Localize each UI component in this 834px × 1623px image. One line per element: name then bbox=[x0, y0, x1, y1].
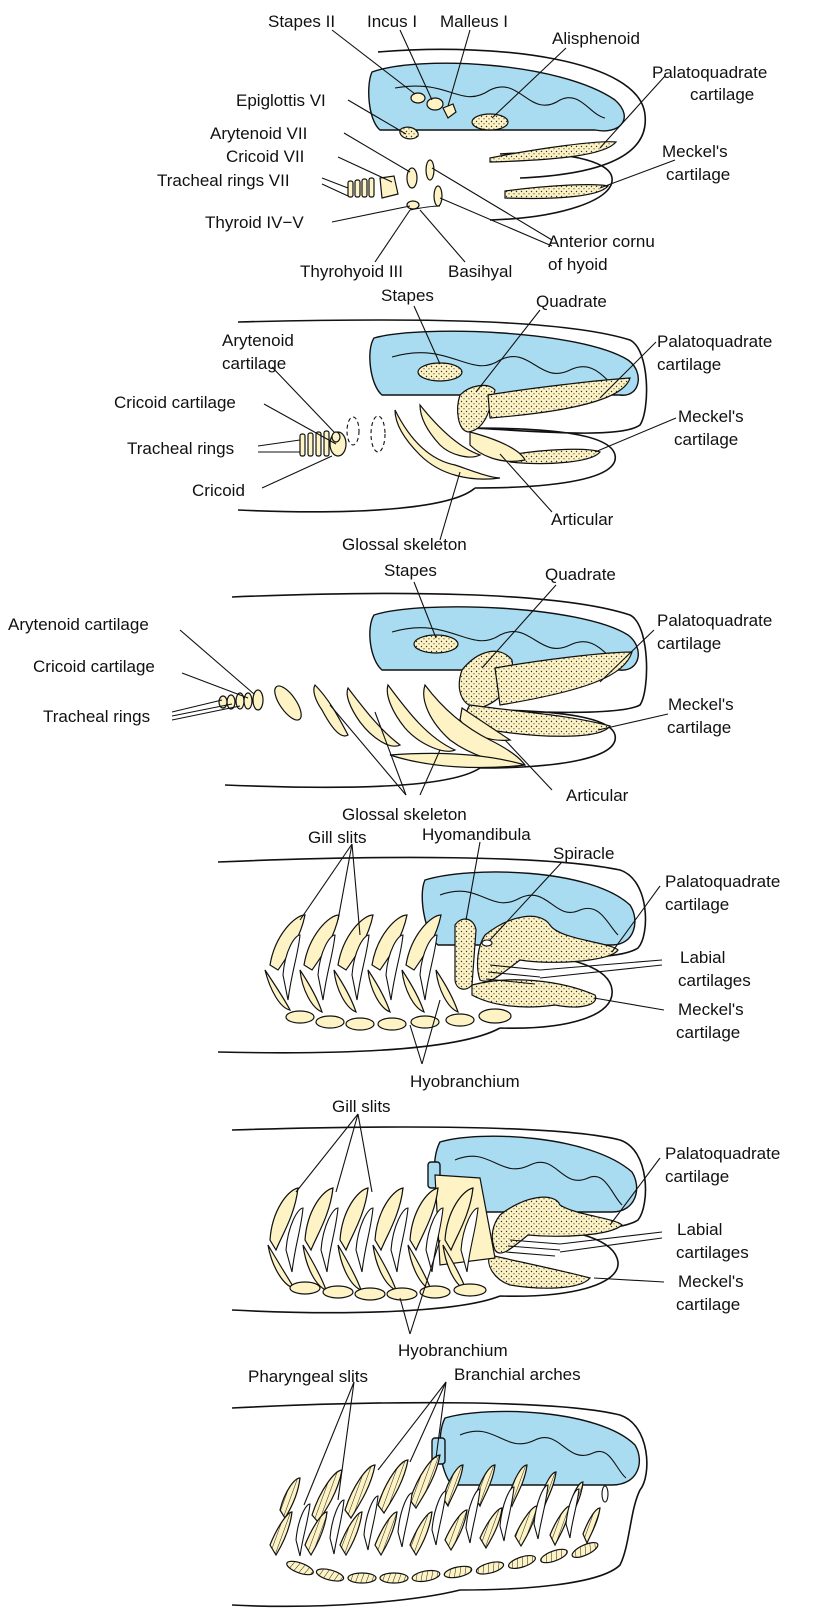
label-meckels-p4-2: cartilage bbox=[676, 1023, 740, 1042]
label-palatoquadrate-p4-1: Palatoquadrate bbox=[665, 872, 780, 891]
alisphenoid-bone bbox=[472, 114, 508, 130]
label-meckels-p5-1: Meckel's bbox=[678, 1272, 744, 1291]
panel-2: Stapes Quadrate Arytenoid cartilage Pala… bbox=[114, 286, 772, 554]
meckels-p1 bbox=[505, 185, 608, 199]
label-stapes-p2: Stapes bbox=[381, 286, 434, 305]
label-spiracle-p4: Spiracle bbox=[553, 844, 614, 863]
label-quadrate-p2: Quadrate bbox=[536, 292, 607, 311]
label-epiglottis: Epiglottis VI bbox=[236, 91, 326, 110]
label-quadrate-p3: Quadrate bbox=[545, 565, 616, 584]
label-thyrohyoid: Thyrohyoid III bbox=[300, 262, 403, 281]
leaders-p1 bbox=[322, 30, 675, 262]
arytenoid-p3 bbox=[270, 682, 306, 724]
label-hyobranchium-p5: Hyobranchium bbox=[398, 1341, 508, 1360]
label-labial-p5-1: Labial bbox=[677, 1220, 722, 1239]
label-meckels-p5-2: cartilage bbox=[676, 1295, 740, 1314]
meckels-p5 bbox=[489, 1255, 590, 1288]
label-meckels-p2-2: cartilage bbox=[674, 430, 738, 449]
label-gill-slits-p4: Gill slits bbox=[308, 828, 367, 847]
palatoquadrate-p1 bbox=[490, 142, 616, 162]
label-incus-i: Incus I bbox=[367, 12, 417, 31]
hyomandibula-p4 bbox=[455, 919, 476, 989]
label-tracheal-rings-vii: Tracheal rings VII bbox=[157, 171, 290, 190]
stapes-bone bbox=[411, 93, 425, 103]
label-hyobranchium-p4: Hyobranchium bbox=[410, 1072, 520, 1091]
label-gill-slits-p5: Gill slits bbox=[332, 1097, 391, 1116]
label-articular-p3: Articular bbox=[566, 786, 629, 805]
label-labial-p5-2: cartilages bbox=[676, 1243, 749, 1262]
incus-bone bbox=[427, 98, 443, 110]
label-arytenoid-p3: Arytenoid cartilage bbox=[8, 615, 149, 634]
label-palatoquadrate-p5-2: cartilage bbox=[665, 1167, 729, 1186]
panel-4: Gill slits Hyomandibula Spiracle Palatoq… bbox=[218, 825, 780, 1091]
label-glossal-p2: Glossal skeleton bbox=[342, 535, 467, 554]
panel-3: Stapes Quadrate Arytenoid cartilage Pala… bbox=[8, 561, 772, 824]
label-palatoquadrate-p2-1: Palatoquadrate bbox=[657, 332, 772, 351]
lost-arch-2 bbox=[371, 416, 385, 452]
label-arytenoid-p2-2: cartilage bbox=[222, 354, 286, 373]
label-meckels-p4-1: Meckel's bbox=[678, 1000, 744, 1019]
label-cricoid-p3: Cricoid cartilage bbox=[33, 657, 155, 676]
label-palatoquadrate-p5-1: Palatoquadrate bbox=[665, 1144, 780, 1163]
label-palatoquadrate-1: Palatoquadrate bbox=[652, 63, 767, 82]
label-cricoid-vii: Cricoid VII bbox=[226, 147, 304, 166]
label-cricoid-cartilage-p2: Cricoid cartilage bbox=[114, 393, 236, 412]
label-meckels-p3-1: Meckel's bbox=[668, 695, 734, 714]
panel-6: Pharyngeal slits Branchial arches bbox=[232, 1365, 647, 1606]
label-pharyngeal-slits: Pharyngeal slits bbox=[248, 1367, 368, 1386]
label-alisphenoid: Alisphenoid bbox=[552, 29, 640, 48]
hyobranchium-p4 bbox=[286, 1009, 511, 1030]
label-arytenoid-p2-1: Arytenoid bbox=[222, 331, 294, 350]
label-hyomandibula-p4: Hyomandibula bbox=[422, 825, 531, 844]
lost-arch-1 bbox=[347, 417, 359, 445]
label-meckels-2: cartilage bbox=[666, 165, 730, 184]
label-meckels-p2-1: Meckel's bbox=[678, 407, 744, 426]
label-palatoquadrate-2: cartilage bbox=[690, 85, 754, 104]
label-meckels-1: Meckel's bbox=[662, 142, 728, 161]
label-arytenoid-vii: Arytenoid VII bbox=[210, 124, 307, 143]
panel-1: Stapes II Incus I Malleus I Alisphenoid … bbox=[157, 12, 767, 281]
label-tracheal-p3: Tracheal rings bbox=[43, 707, 150, 726]
label-anterior-cornu-1: Anterior cornu bbox=[548, 232, 655, 251]
label-branchial-arches: Branchial arches bbox=[454, 1365, 581, 1384]
label-stapes-p3: Stapes bbox=[384, 561, 437, 580]
label-palatoquadrate-p2-2: cartilage bbox=[657, 355, 721, 374]
stapes-bone-p2 bbox=[418, 363, 462, 381]
gill-arches-p4 bbox=[265, 915, 458, 1012]
label-labial-p4-2: cartilages bbox=[678, 971, 751, 990]
label-tracheal-rings-p2: Tracheal rings bbox=[127, 439, 234, 458]
meckels-p2 bbox=[510, 449, 600, 463]
label-cricoid-p2: Cricoid bbox=[192, 481, 245, 500]
cricoid-p3 bbox=[253, 690, 263, 710]
label-basihyal: Basihyal bbox=[448, 262, 512, 281]
label-labial-p4-1: Labial bbox=[680, 948, 725, 967]
label-meckels-p3-2: cartilage bbox=[667, 718, 731, 737]
cricoid-bone bbox=[380, 176, 398, 198]
arytenoid-p2 bbox=[332, 432, 340, 442]
label-anterior-cornu-2: of hyoid bbox=[548, 255, 608, 274]
epiglottis-bone bbox=[400, 127, 418, 139]
spiracle-p4 bbox=[482, 940, 492, 946]
label-palatoquadrate-p4-2: cartilage bbox=[665, 895, 729, 914]
label-articular-p2: Articular bbox=[551, 510, 614, 529]
anterior-cornu-2 bbox=[434, 186, 442, 206]
tracheal-rings-p2 bbox=[300, 431, 329, 456]
label-palatoquadrate-p3-1: Palatoquadrate bbox=[657, 611, 772, 630]
label-thyroid: Thyroid IV−V bbox=[205, 213, 304, 232]
panel-5: Gill slits Palatoquadrate cartilage Labi… bbox=[232, 1097, 780, 1360]
label-palatoquadrate-p3-2: cartilage bbox=[657, 634, 721, 653]
label-malleus-i: Malleus I bbox=[440, 12, 508, 31]
basihyal-bone bbox=[407, 201, 419, 209]
label-stapes-ii: Stapes II bbox=[268, 12, 335, 31]
anterior-cornu-1 bbox=[426, 160, 434, 180]
tracheal-rings-p1 bbox=[348, 178, 374, 197]
braincase-p6 bbox=[440, 1411, 639, 1485]
label-glossal-p3: Glossal skeleton bbox=[342, 805, 467, 824]
articular-p2 bbox=[470, 432, 525, 461]
